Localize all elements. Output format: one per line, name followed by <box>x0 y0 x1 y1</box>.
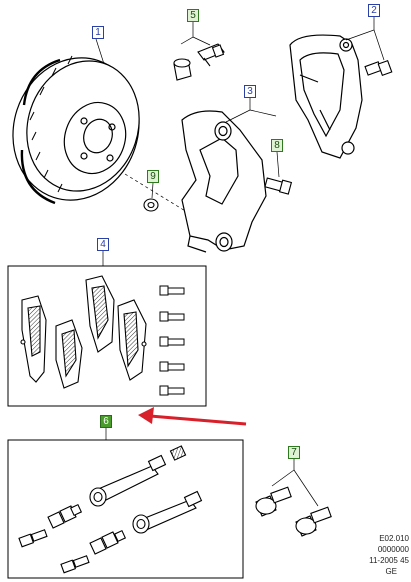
callout-7-bolts[interactable]: 7 <box>288 446 300 459</box>
housing-bolt[interactable] <box>364 59 393 77</box>
caliper-clip[interactable] <box>143 198 159 212</box>
bracket-bolt[interactable] <box>264 177 293 195</box>
callout-1-brake-disc[interactable]: 1 <box>92 26 104 39</box>
footer-date: 11-2005 45 <box>369 556 409 565</box>
pad-kit-bolts[interactable] <box>159 285 185 396</box>
callout-8-bracket-bolt[interactable]: 8 <box>271 139 283 152</box>
callout-6-guide-pin-kit[interactable]: 6 <box>100 415 112 428</box>
brake-pads[interactable] <box>20 275 147 389</box>
callout-2-caliper-housing[interactable]: 2 <box>368 4 380 17</box>
guide-pin-kit-panel <box>7 439 244 579</box>
callout-9-clip[interactable]: 9 <box>147 170 159 183</box>
guide-pin-bushings[interactable] <box>173 43 225 81</box>
callout-3-caliper-bracket[interactable]: 3 <box>244 85 256 98</box>
guide-pins[interactable] <box>18 445 203 574</box>
caliper-bolts[interactable] <box>255 486 332 537</box>
footer-ref-code: E02.010 <box>379 534 409 543</box>
footer-ref-number: 0000000 <box>377 545 409 554</box>
caliper-bracket[interactable] <box>181 110 267 253</box>
callout-4-brake-pad-kit[interactable]: 4 <box>97 238 109 251</box>
red-arrow-left-icon <box>138 407 247 426</box>
callout-5-bushings[interactable]: 5 <box>187 9 199 22</box>
brake-disc[interactable] <box>0 41 157 216</box>
footer-language: GE <box>385 567 397 576</box>
caliper-housing[interactable] <box>289 34 363 159</box>
brake-pad-kit-panel <box>7 265 207 407</box>
